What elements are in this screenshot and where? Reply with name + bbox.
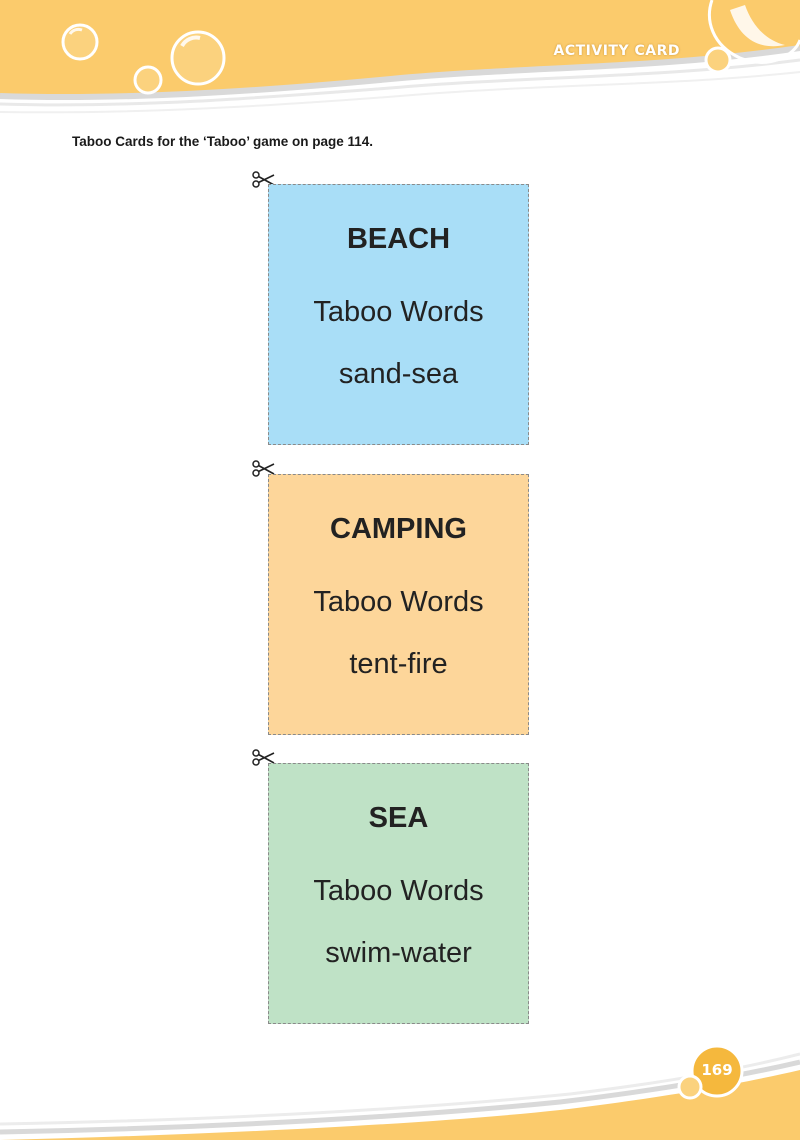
taboo-words: tent-fire: [349, 648, 448, 680]
scissors-icon: [252, 749, 275, 766]
page-number: 169: [701, 1061, 733, 1079]
taboo-words: swim-water: [325, 937, 472, 969]
scissors-icon: [252, 460, 275, 477]
footer-banner: [0, 1044, 800, 1140]
card-word: CAMPING: [330, 513, 467, 545]
taboo-words-heading: Taboo Words: [313, 296, 484, 328]
taboo-card-camping: CAMPING Taboo Words tent-fire: [268, 474, 529, 735]
taboo-card-beach: BEACH Taboo Words sand-sea: [268, 184, 529, 445]
intro-text: Taboo Cards for the ‘Taboo’ game on page…: [72, 134, 374, 149]
taboo-words-heading: Taboo Words: [313, 875, 484, 907]
scissors-icon: [252, 171, 275, 188]
activity-card-label: ACTIVITY CARD: [553, 43, 680, 59]
taboo-words-heading: Taboo Words: [313, 586, 484, 618]
header-banner: [0, 0, 800, 114]
taboo-card-sea: SEA Taboo Words swim-water: [268, 763, 529, 1024]
page-number-badge: [677, 1044, 744, 1100]
card-word: BEACH: [346, 223, 451, 255]
taboo-words: sand-sea: [338, 358, 459, 390]
bubble-icon: [61, 0, 800, 95]
card-word: SEA: [368, 802, 429, 834]
